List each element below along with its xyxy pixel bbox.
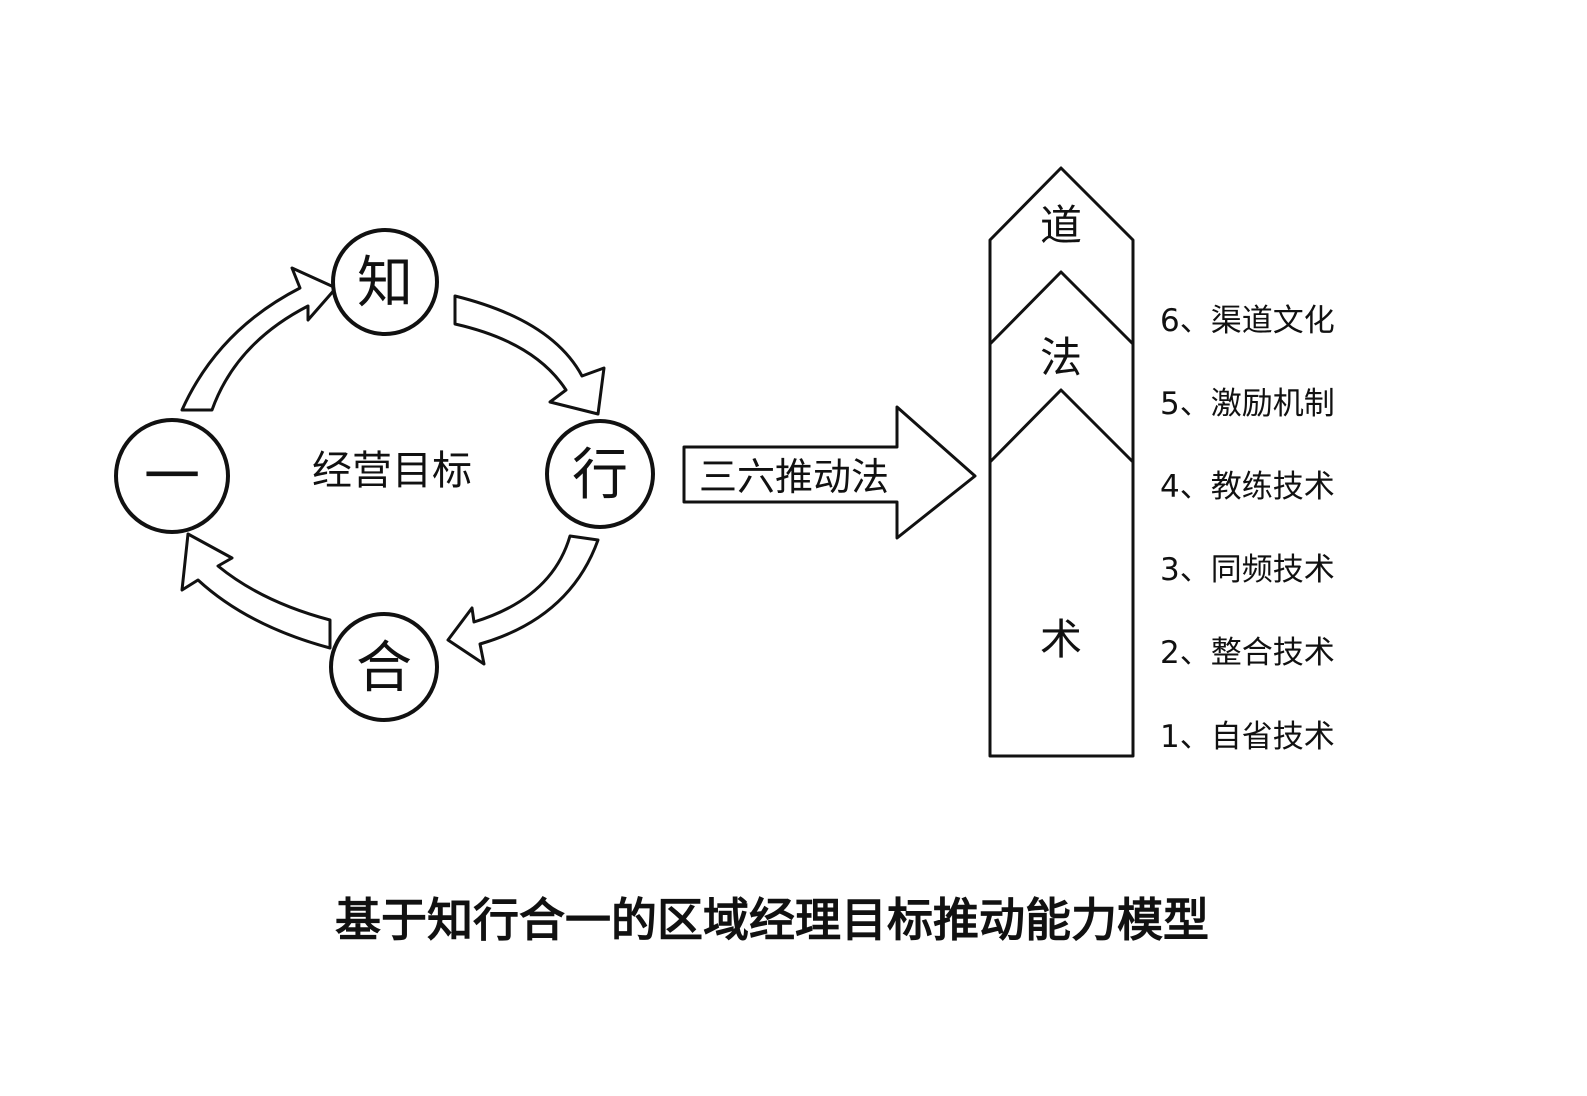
- method-item: 6、渠道文化: [1160, 303, 1335, 339]
- node-zhi-label: 知: [357, 251, 413, 316]
- cycle-arrows: [180, 266, 606, 666]
- node-xing: 行: [545, 419, 655, 529]
- center-label: 经营目标: [312, 448, 472, 494]
- method-item: 1、自省技术: [1160, 719, 1335, 755]
- tier-dao: 道: [1040, 201, 1082, 250]
- tier-shu: 术: [1040, 615, 1082, 664]
- push-arrow: 三六推动法: [682, 405, 977, 540]
- push-arrow-label: 三六推动法: [699, 455, 889, 499]
- method-item: 3、同频技术: [1160, 552, 1335, 588]
- method-list: 6、渠道文化 5、激励机制 4、教练技术 3、同频技术 2、整合技术 1、自省技…: [1160, 303, 1335, 755]
- tier-fa: 法: [1040, 333, 1082, 382]
- node-he-label: 合: [356, 636, 412, 701]
- node-yi-label: 一: [144, 445, 200, 510]
- diagram-caption: 基于知行合一的区域经理目标推动能力模型: [335, 893, 1209, 947]
- method-item: 5、激励机制: [1160, 386, 1335, 422]
- arrow-he-to-yi: [180, 532, 332, 650]
- node-yi: 一: [114, 418, 230, 534]
- arrow-xing-to-he: [446, 534, 600, 666]
- node-zhi: 知: [331, 228, 439, 336]
- method-item: 2、整合技术: [1160, 635, 1335, 671]
- arrow-yi-to-zhi: [180, 266, 338, 412]
- node-he: 合: [329, 612, 439, 722]
- pillar: 道 法 术: [988, 166, 1135, 758]
- arrow-zhi-to-xing: [453, 294, 606, 416]
- method-item: 4、教练技术: [1160, 469, 1335, 505]
- node-xing-label: 行: [572, 443, 628, 508]
